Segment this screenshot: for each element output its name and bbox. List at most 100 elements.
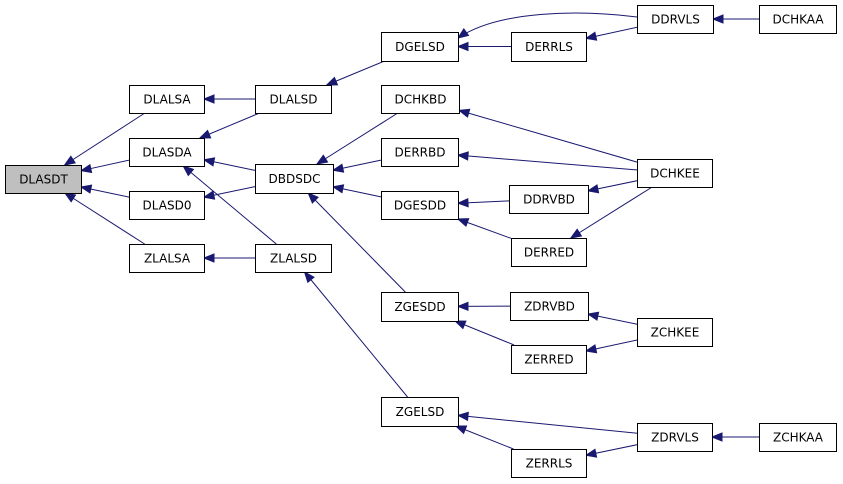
edge-zerrls-to-zgelsd-arrowhead xyxy=(454,425,468,435)
node-dchkaa[interactable]: DCHKAA xyxy=(759,5,837,34)
edge-ddrvls-to-derrls-arrowhead xyxy=(584,31,598,41)
edge-dchkee-to-dchkbd-arrowhead xyxy=(457,108,471,118)
node-dlalsd[interactable]: DLALSD xyxy=(255,85,332,114)
node-label: ZLALSA xyxy=(144,252,191,266)
edge-dchkee-to-derred-arrowhead xyxy=(569,228,583,239)
edge-dchkee-to-ddrvbd-arrowhead xyxy=(586,184,600,194)
node-box xyxy=(759,423,837,452)
edge-zgelsd-to-zlalsd-arrowhead xyxy=(303,270,315,284)
node-dlasd0[interactable]: DLASD0 xyxy=(129,191,205,220)
edge-zdrvls-to-zerrls-arrowhead xyxy=(584,448,598,458)
node-box xyxy=(381,191,459,220)
node-box xyxy=(511,238,587,267)
node-dlalsa[interactable]: DLALSA xyxy=(129,85,205,114)
node-dchkee[interactable]: DCHKEE xyxy=(637,159,713,188)
node-dgesdd[interactable]: DGESDD xyxy=(381,191,459,220)
node-dchkbd[interactable]: DCHKBD xyxy=(381,85,460,114)
node-box xyxy=(381,292,459,322)
node-label: ZLALSD xyxy=(270,252,317,266)
edge-zchkee-to-zdrvbd-arrowhead xyxy=(586,311,600,321)
edge-zdrvls-to-zgelsd-arrowhead xyxy=(456,411,469,422)
node-label: DLASDA xyxy=(142,146,192,160)
edge-dgesdd-to-dbdsdc-arrowhead xyxy=(331,184,345,194)
edge-dchkee-to-derred xyxy=(570,186,653,239)
node-box xyxy=(637,159,713,188)
edge-zlalsa-to-dlasdt xyxy=(64,192,145,245)
edge-dgelsd-to-dlalsd-arrowhead xyxy=(325,76,339,86)
node-box xyxy=(129,85,205,114)
node-label: ZERRLS xyxy=(526,457,573,471)
node-box xyxy=(637,423,713,452)
node-box xyxy=(637,5,714,34)
node-derrls[interactable]: DERRLS xyxy=(511,32,587,62)
edge-zlalsd-to-zlalsa-arrowhead xyxy=(202,253,215,263)
node-label: ZGELSD xyxy=(396,405,445,419)
node-box xyxy=(129,191,205,220)
node-box xyxy=(637,318,713,347)
node-zchkee[interactable]: ZCHKEE xyxy=(637,318,713,347)
edge-ddrvbd-to-dgesdd-arrowhead xyxy=(456,197,469,208)
edge-dlalsd-to-dlasda xyxy=(199,112,260,139)
node-ddrvls[interactable]: DDRVLS xyxy=(637,5,714,34)
node-box xyxy=(255,85,332,114)
edge-zdrvbd-to-zgesdd-arrowhead xyxy=(456,301,469,312)
node-dlasda[interactable]: DLASDA xyxy=(129,138,205,167)
node-label: ZDRVLS xyxy=(651,431,699,445)
edge-ddrvls-to-dgelsd-arrowhead xyxy=(456,28,470,39)
node-dgelsd[interactable]: DGELSD xyxy=(381,32,459,62)
node-box xyxy=(129,138,205,167)
node-label: DCHKBD xyxy=(395,93,447,107)
node-zdrvls[interactable]: ZDRVLS xyxy=(637,423,713,452)
node-label: DLASD0 xyxy=(143,199,192,213)
node-label: ZCHKAA xyxy=(773,431,824,445)
edge-dchkaa-to-ddrvls-arrowhead xyxy=(711,14,724,24)
node-zchkaa[interactable]: ZCHKAA xyxy=(759,423,837,452)
node-ddrvbd[interactable]: DDRVBD xyxy=(509,185,589,214)
edge-dlalsa-to-dlasdt-arrowhead xyxy=(63,155,77,166)
edge-ddrvls-to-dgelsd xyxy=(457,12,638,39)
node-zerred[interactable]: ZERRED xyxy=(511,345,587,374)
node-box xyxy=(381,32,459,62)
edge-dchkee-to-derrbd xyxy=(457,154,638,171)
node-label: DERRLS xyxy=(525,40,573,54)
node-label: DCHKAA xyxy=(772,13,824,27)
node-dlasdt[interactable]: DLASDT xyxy=(5,165,82,194)
edge-derred-to-dgesdd-arrowhead xyxy=(456,218,470,228)
node-zdrvbd[interactable]: ZDRVBD xyxy=(510,292,589,321)
node-label: DLALSD xyxy=(270,93,318,107)
node-box xyxy=(509,185,589,214)
node-label: DERRBD xyxy=(395,146,446,160)
node-derrbd[interactable]: DERRBD xyxy=(381,138,459,167)
node-zlalsd[interactable]: ZLALSD xyxy=(255,244,332,273)
node-box xyxy=(381,138,459,167)
edge-dchkbd-to-dbdsdc-arrowhead xyxy=(315,154,329,165)
node-label: DLASDT xyxy=(19,173,68,187)
node-box xyxy=(5,165,82,194)
node-label: ZDRVBD xyxy=(524,300,575,314)
edge-dlalsd-to-dlasda-arrowhead xyxy=(198,129,212,139)
node-label: ZGESDD xyxy=(394,300,445,314)
node-box xyxy=(759,5,837,34)
node-box xyxy=(381,85,460,114)
edge-zdrvls-to-zgelsd xyxy=(457,414,638,434)
edge-zgelsd-to-zlalsd xyxy=(304,271,408,398)
node-label: DCHKEE xyxy=(650,167,700,181)
node-zlalsa[interactable]: ZLALSA xyxy=(129,244,205,273)
node-label: DGESDD xyxy=(394,199,446,213)
edge-dchkee-to-dchkbd xyxy=(458,109,638,163)
node-box xyxy=(129,244,205,273)
node-zerrls[interactable]: ZERRLS xyxy=(511,449,587,478)
node-box xyxy=(510,292,589,321)
node-label: DDRVLS xyxy=(651,13,700,27)
node-box xyxy=(511,32,587,62)
edge-zerred-to-zgesdd xyxy=(454,320,515,346)
edge-derrls-to-dgelsd-arrowhead xyxy=(456,41,469,52)
node-zgelsd[interactable]: ZGELSD xyxy=(381,397,459,427)
edge-layer xyxy=(63,12,759,458)
edge-zlalsa-to-dlasdt-arrowhead xyxy=(63,192,77,203)
node-dbdsdc[interactable]: DBDSDC xyxy=(255,164,334,194)
edge-dbdsdc-to-dlasd0-arrowhead xyxy=(202,190,216,200)
node-derred[interactable]: DERRED xyxy=(511,238,587,267)
node-zgesdd[interactable]: ZGESDD xyxy=(381,292,459,322)
